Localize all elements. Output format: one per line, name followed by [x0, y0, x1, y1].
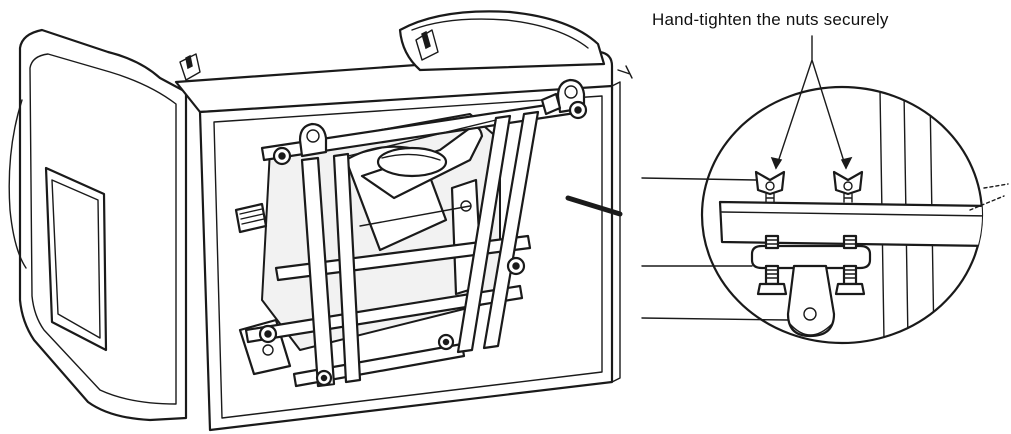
instruction-caption: Hand-tighten the nuts securely [652, 10, 889, 29]
caption-leader [775, 35, 847, 169]
callout-line-bottom [641, 317, 789, 321]
edge-mark [617, 65, 633, 79]
detail-pointer [565, 195, 623, 217]
wing-nut-icon [832, 170, 864, 203]
mounting-frame-icon [244, 78, 588, 388]
bolt-icon [756, 234, 788, 296]
bolt-icon [834, 234, 866, 296]
wing-nut-icon [754, 170, 786, 203]
callout-line-top [641, 177, 757, 181]
detail-magnifier-icon [641, 35, 1009, 345]
